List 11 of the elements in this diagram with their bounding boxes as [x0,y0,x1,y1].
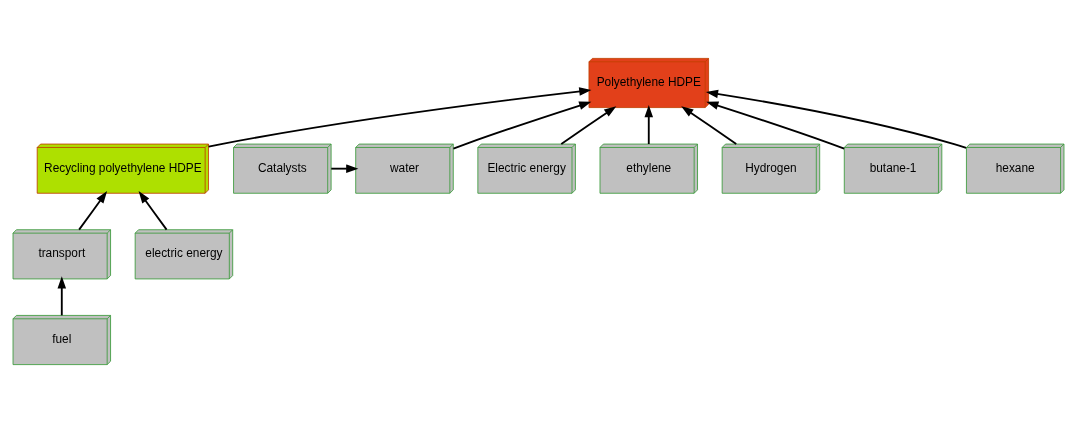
arrow [57,275,67,316]
arrow [452,101,592,149]
arrow [330,163,359,173]
arrow [207,86,592,148]
arrow [644,104,654,145]
arrow [560,105,617,145]
arrow [706,101,846,149]
arrow [681,105,738,145]
arrow [705,89,968,149]
arrow [78,190,108,231]
arrow [138,190,168,231]
